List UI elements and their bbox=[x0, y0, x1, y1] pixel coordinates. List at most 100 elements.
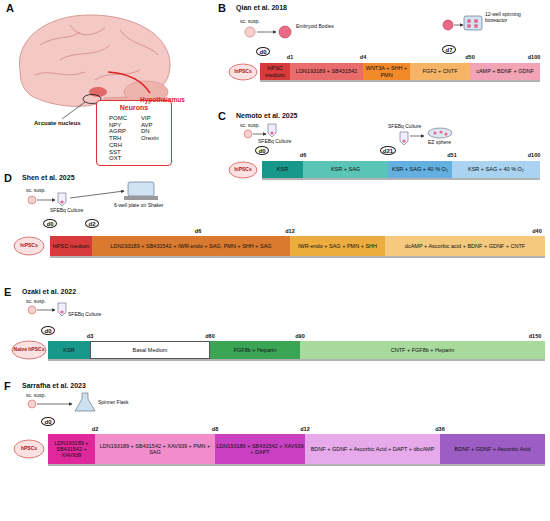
day-label: d100 bbox=[528, 152, 541, 158]
day-label: d36 bbox=[435, 426, 444, 432]
cell-suspension bbox=[245, 27, 255, 37]
node-text: dcAMP + Ascorbic acid + BDNF + GDNF + CN… bbox=[404, 243, 526, 249]
cell-label: hiPSCs bbox=[234, 69, 252, 75]
arrow bbox=[257, 32, 276, 33]
sfebq-tube bbox=[400, 132, 408, 145]
leader-line bbox=[62, 102, 85, 119]
arrow bbox=[410, 136, 424, 137]
day-label: d6 bbox=[300, 152, 306, 158]
day-marker-circle: d7 bbox=[442, 45, 456, 54]
cell-suspension bbox=[28, 196, 36, 204]
cell-dish bbox=[229, 162, 257, 178]
protocol-title: Shen et al. 2025 bbox=[22, 174, 75, 182]
cell-label: hPSCs bbox=[21, 446, 37, 452]
panel-letter: C bbox=[218, 110, 226, 122]
cell-dish bbox=[229, 64, 257, 80]
panel-letter: E bbox=[4, 286, 11, 298]
cell-label: Naive hPSCs bbox=[14, 347, 45, 353]
day-marker-circle: d2 bbox=[85, 219, 99, 228]
timeline-axis bbox=[48, 465, 545, 466]
well bbox=[474, 19, 478, 23]
panel-letter: D bbox=[4, 172, 12, 184]
well bbox=[467, 24, 471, 28]
node-text: WNT3A + SHH + PMN bbox=[363, 65, 410, 78]
aggregate bbox=[60, 310, 63, 313]
node-text: d0 bbox=[44, 328, 51, 334]
medium-bar: CNTF + FGF8b + Heparin bbox=[300, 341, 545, 359]
ez-sphere-dish bbox=[428, 128, 452, 138]
medium-bar: IWR-endo + SAG + PMN + SHH bbox=[290, 236, 385, 256]
medium-bar: hiPSC medium bbox=[260, 63, 290, 80]
medium-bar: LDN193189 + SB431542 + XAV939 bbox=[48, 434, 95, 464]
protocol-title: Qian et al. 2018 bbox=[236, 4, 287, 12]
region-label: Arcuate nucleus bbox=[34, 120, 81, 127]
day-marker-circle: d0 bbox=[255, 146, 269, 155]
node-text: d2 bbox=[88, 221, 95, 227]
cell-dish bbox=[14, 237, 44, 255]
timeline-axis bbox=[50, 257, 545, 258]
medium-bar: LDN193189 + SB431542 bbox=[290, 63, 363, 80]
panel-letter: F bbox=[4, 380, 11, 392]
icon-label: SFEBq Culture bbox=[388, 124, 421, 130]
medium-bar: BDNF + GDNF + Ascorbic Acid + DAPT + dbc… bbox=[305, 434, 440, 464]
node-text: KSR + SAG + 40 % O₂ bbox=[391, 166, 449, 172]
node-text: hiPSC medium bbox=[260, 65, 290, 78]
node-text: d0 bbox=[259, 49, 266, 55]
day-label: d8 bbox=[212, 426, 218, 432]
icon-label: SFEBq Culture bbox=[68, 312, 101, 318]
panel-letter: A bbox=[6, 2, 14, 14]
medium-bar: BDNF + GDNF + Ascorbic Acid bbox=[440, 434, 545, 464]
medium-bar: FGF2 + CNTF bbox=[410, 63, 470, 80]
medium-bar: LDN193189 + SB431542 + XAV939 + PMN + SA… bbox=[95, 434, 215, 464]
day-label: d60 bbox=[205, 333, 214, 339]
sphere bbox=[440, 131, 443, 134]
medium-bar: KSR + SAG bbox=[303, 161, 388, 178]
arrow bbox=[253, 134, 266, 135]
node-text: d0 bbox=[46, 221, 53, 227]
medium-bar: LDN193189 + SB431542 + IWR-endo + SAG, P… bbox=[92, 236, 290, 256]
node-text: CNTF + FGF8b + Heparin bbox=[390, 347, 456, 353]
day-label: d150 bbox=[529, 333, 542, 339]
day-label: d40 bbox=[532, 228, 541, 234]
hypothalamus-arc bbox=[108, 72, 150, 93]
node-text: KSR + SAG + 40 % O₂ bbox=[467, 166, 525, 172]
icon-label: EZ sphere bbox=[428, 140, 451, 146]
sfebq-tube bbox=[268, 124, 276, 137]
shaker-base bbox=[124, 196, 158, 200]
arrow bbox=[37, 404, 72, 405]
neuron-list-box: NeuronsPOMC NPY AGRP TRH CRH SST OXTVIP … bbox=[96, 100, 172, 166]
timeline-axis bbox=[262, 179, 540, 180]
well bbox=[474, 24, 478, 28]
day-marker-circle: d0 bbox=[43, 219, 57, 228]
node-text: KSR bbox=[276, 166, 289, 172]
medium-bar: cAMP + BDNF + GDNF bbox=[470, 63, 540, 80]
cell-dish bbox=[12, 341, 46, 359]
icon-label: sc. susp. bbox=[26, 393, 46, 399]
arrow bbox=[37, 200, 55, 201]
medium-bar: Basal Medium bbox=[90, 341, 210, 359]
node-text: LDN193189 + SB431542 + XAV939 bbox=[48, 440, 95, 459]
arrow bbox=[70, 191, 124, 198]
node-text: d21 bbox=[383, 148, 393, 154]
medium-bar: FGF8b + Heparin bbox=[210, 341, 300, 359]
cell-dish bbox=[14, 440, 44, 458]
node-text: hiPSC medium bbox=[52, 243, 91, 249]
day-marker-circle: d0 bbox=[256, 47, 270, 56]
cell-label: hiPSCs bbox=[234, 167, 252, 173]
medium-bar: dcAMP + Ascorbic acid + BDNF + GDNF + CN… bbox=[385, 236, 545, 256]
aggregate bbox=[402, 139, 405, 142]
timeline-axis bbox=[260, 81, 540, 82]
arrow bbox=[37, 310, 55, 311]
aggregate bbox=[60, 200, 63, 203]
medium-bar: WNT3A + SHH + PMN bbox=[363, 63, 410, 80]
node-text: d7 bbox=[445, 47, 452, 53]
box-heading: Neurons bbox=[97, 104, 171, 112]
aggregate bbox=[270, 131, 273, 134]
cell-suspension bbox=[244, 130, 252, 138]
node-text: Basal Medium bbox=[132, 347, 169, 353]
day-marker-circle: d0 bbox=[41, 417, 55, 426]
medium-bar: KSR + SAG + 40 % O₂ bbox=[388, 161, 452, 178]
icon-label: sc. susp. bbox=[240, 123, 260, 129]
day-label: d51 bbox=[447, 152, 456, 158]
protocol-title: Nemoto et al. 2025 bbox=[236, 112, 297, 120]
